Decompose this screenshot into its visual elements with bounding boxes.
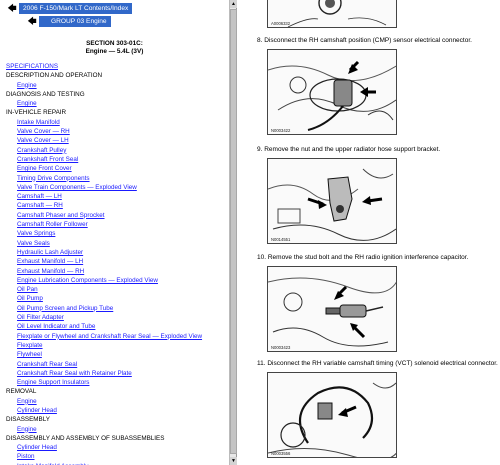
toc-link[interactable]: Crankshaft Rear Seal <box>17 360 78 368</box>
toc-link[interactable]: Valve Cover — LH <box>17 137 69 145</box>
toc-link[interactable]: Hydraulic Lash Adjuster <box>17 248 84 256</box>
contents-index-link[interactable]: 2006 F-150/Mark LT Contents/Index <box>19 2 133 14</box>
scroll-down-icon[interactable]: ▼ <box>230 457 237 465</box>
toc-link[interactable]: SPECIFICATIONS <box>6 63 59 70</box>
toc-link[interactable]: Oil Filter Adapter <box>17 314 64 322</box>
figure-illustration: A0006332 <box>267 0 397 28</box>
toc-link[interactable]: Intake Manifold Assembly <box>6 462 228 465</box>
toc-link[interactable]: Crankshaft Rear Seal with Retainer Plate <box>17 369 132 377</box>
toc-heading: IN-VEHICLE REPAIR <box>6 109 67 117</box>
toc-link[interactable]: Crankshaft Pulley <box>17 146 67 154</box>
toc-link[interactable]: Engine Lubrication Components — Exploded… <box>17 276 158 284</box>
toc-link[interactable]: Flexplate or Flywheel and Crankshaft Rea… <box>17 332 203 340</box>
toc-link[interactable]: Camshaft — LH <box>17 193 62 201</box>
toc-link[interactable]: Cylinder Head <box>17 444 57 452</box>
toc-link[interactable]: Engine <box>17 100 37 108</box>
figure-illustration: N0003423 <box>267 266 397 352</box>
figure-illustration: N0003422 <box>267 49 397 135</box>
group-engine-link[interactable]: GROUP 03 Engine <box>39 15 111 27</box>
toc-heading: REMOVAL <box>6 388 37 396</box>
toc-link[interactable]: Engine Front Cover <box>17 165 72 173</box>
back-arrow-icon[interactable]: 🡄 <box>7 3 17 13</box>
navigation-pane: 🡄 2006 F-150/Mark LT Contents/Index 🡄 GR… <box>0 0 229 465</box>
toc-heading: DISASSEMBLY <box>6 416 50 424</box>
section-title: Engine — 5.4L (3V) <box>85 48 144 55</box>
toc-link[interactable]: Exhaust Manifold — RH <box>17 267 85 275</box>
scroll-up-icon[interactable]: ▲ <box>230 0 237 8</box>
toc-link[interactable]: Engine <box>17 397 37 405</box>
figure-caption: N0003556 <box>271 451 291 456</box>
toc-link[interactable]: Valve Seals <box>17 239 50 247</box>
step-10: 10. Remove the stud bolt and the RH radi… <box>257 254 469 261</box>
toc-link[interactable]: Engine <box>17 81 37 89</box>
toc-link[interactable]: Timing Drive Components <box>17 174 90 182</box>
step-11: 11. Disconnect the RH variable camshaft … <box>257 360 498 367</box>
step-8: 8. Disconnect the RH camshaft position (… <box>257 37 472 44</box>
toc-link[interactable]: Valve Train Components — Exploded View <box>17 183 137 191</box>
toc-link[interactable]: Camshaft Roller Follower <box>17 221 88 229</box>
back-arrow-icon[interactable]: 🡄 <box>27 16 37 26</box>
toc-link[interactable]: Intake Manifold <box>17 118 60 126</box>
toc-link[interactable]: Camshaft — RH <box>17 202 63 210</box>
figure-caption: N0003423 <box>271 345 291 350</box>
toc-link[interactable]: Oil Level Indicator and Tube <box>17 323 96 331</box>
toc-link[interactable]: Engine Support Insulators <box>17 379 90 387</box>
section-heading: SECTION 303-01C: Engine — 5.4L (3V) <box>0 40 229 56</box>
step-9: 9. Remove the nut and the upper radiator… <box>257 146 441 153</box>
figure-caption: N0003422 <box>271 128 291 133</box>
toc-link[interactable]: Cylinder Head <box>17 406 57 414</box>
toc-link[interactable]: Flywheel <box>17 351 42 359</box>
toc-link[interactable]: Oil Pan <box>17 286 38 294</box>
toc-link[interactable]: Camshaft Phaser and Sprocket <box>17 211 105 219</box>
toc-link[interactable]: Oil Pump <box>17 295 43 303</box>
figure-caption: A0006332 <box>271 21 291 26</box>
figure-illustration: N0014551 <box>267 158 397 244</box>
left-pane-scrollbar[interactable]: ▲ ▼ <box>229 0 237 465</box>
figure-illustration: N0003556 <box>267 372 397 458</box>
toc-heading: DESCRIPTION AND OPERATION <box>6 72 103 80</box>
scrollbar-thumb[interactable] <box>230 9 237 454</box>
content-pane: A0006332 8. Disconnect the RH camshaft p… <box>238 0 500 465</box>
group-nav[interactable]: 🡄 GROUP 03 Engine <box>25 15 229 27</box>
toc-heading: DIAGNOSIS AND TESTING <box>6 90 85 98</box>
toc-link[interactable]: Exhaust Manifold — LH <box>17 258 84 266</box>
contents-nav[interactable]: 🡄 2006 F-150/Mark LT Contents/Index <box>5 2 225 14</box>
toc-link[interactable]: Engine <box>17 425 37 433</box>
toc-link[interactable]: Valve Cover — RH <box>17 128 70 136</box>
section-number: SECTION 303-01C: <box>86 40 143 47</box>
toc-link[interactable]: Piston <box>17 453 35 461</box>
figure-caption: N0014551 <box>271 237 291 242</box>
toc-link[interactable]: Crankshaft Front Seal <box>17 155 79 163</box>
toc-link[interactable]: Flexplate <box>17 341 43 349</box>
toc-heading: DISASSEMBLY AND ASSEMBLY OF SUBASSEMBLIE… <box>6 434 165 442</box>
toc-link[interactable]: Oil Pump Screen and Pickup Tube <box>17 304 114 312</box>
toc-link[interactable]: Valve Springs <box>17 230 56 238</box>
